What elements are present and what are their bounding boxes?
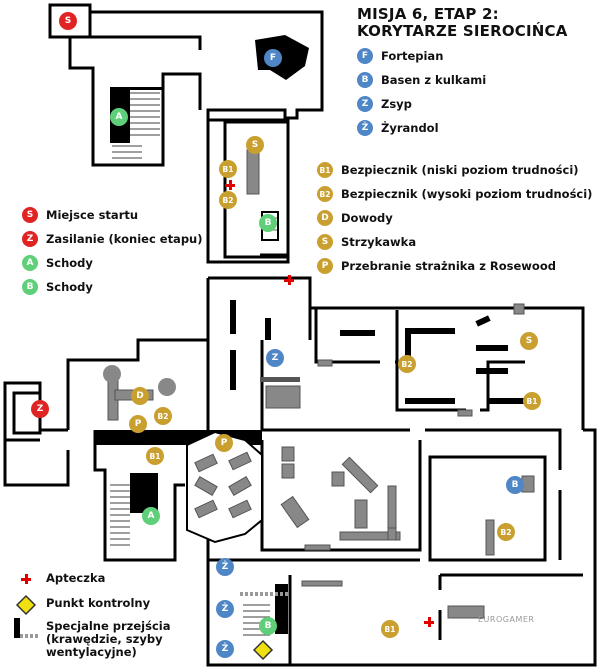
stairs-b-marker: B (259, 617, 277, 635)
legend-label: Przebranie strażnika z Rosewood (341, 259, 556, 273)
fuse-b1-marker: B1 (381, 620, 399, 638)
chandelier-marker: Ż (216, 600, 234, 618)
legend-label: (krawędzie, szyby (46, 632, 163, 646)
legend-marker: B1 (317, 162, 333, 178)
legend-schody-a: A Schody (22, 255, 93, 271)
fuse-b1-marker: B1 (146, 447, 164, 465)
legend-fortepian: F Fortepian (357, 48, 443, 64)
medkit-icon (424, 617, 434, 627)
fuse-b2-marker: B2 (219, 191, 237, 209)
legend-marker: B (357, 72, 373, 88)
legend-label: wentylacyjne) (46, 645, 137, 659)
legend-basen: B Basen z kulkami (357, 72, 486, 88)
fuse-b1-marker: B1 (219, 160, 237, 178)
legend-label: Bezpiecznik (wysoki poziom trudności) (341, 187, 593, 201)
legend-strzykawka: S Strzykawka (317, 234, 416, 250)
legend-marker: B2 (317, 186, 333, 202)
medkit-legend-icon (21, 574, 31, 584)
legend-start: S Miejsce startu (22, 207, 138, 223)
legend-marker: Ż (357, 120, 373, 136)
legend-marker: S (22, 207, 38, 223)
legend-label: Zasilanie (koniec etapu) (46, 232, 203, 246)
legend-label: Miejsce startu (46, 208, 139, 222)
title-line1: MISJA 6, ETAP 2: (357, 5, 499, 23)
legend-apteczka: Apteczka (46, 571, 105, 585)
medkit-icon (284, 275, 294, 285)
chute-marker: Z (266, 349, 284, 367)
checkpoint-map-icon (252, 639, 274, 661)
legend-marker: B (22, 279, 38, 295)
title-line2: KORYTARZE SIEROCIŃCA (357, 22, 568, 40)
map-title: MISJA 6, ETAP 2: KORYTARZE SIEROCIŃCA (357, 6, 568, 40)
legend-label: Schody (46, 280, 93, 294)
legend-special: Specjalne przejścia (krawędzie, szyby we… (46, 620, 170, 659)
legend-label: Żyrandol (381, 121, 439, 135)
legend-marker: D (317, 210, 333, 226)
legend-checkpoint: Punkt kontrolny (46, 596, 150, 610)
legend-marker: A (22, 255, 38, 271)
chandelier-marker: Ż (216, 640, 234, 658)
syringe-marker: S (246, 136, 264, 154)
stairs-a-marker: A (142, 507, 160, 525)
legend-label: Dowody (341, 211, 393, 225)
legend-marker: S (317, 234, 333, 250)
legend-label: Punkt kontrolny (46, 596, 151, 610)
evidence-marker: D (131, 387, 149, 405)
disguise-marker: P (215, 434, 233, 452)
legend-zyrandol: Ż Żyrandol (357, 120, 439, 136)
chandelier-marker: Ż (216, 558, 234, 576)
upper-corridor (90, 10, 324, 120)
legend-przebranie: P Przebranie strażnika z Rosewood (317, 258, 556, 274)
checkpoint-legend-icon (15, 594, 37, 616)
medkit-icon (225, 180, 235, 190)
watermark: EUROGAMER (478, 615, 535, 624)
legend-marker: Z (357, 96, 373, 112)
legend-label: Schody (46, 256, 93, 270)
legend-schody-b: B Schody (22, 279, 93, 295)
syringe-marker: S (520, 332, 538, 350)
disguise-marker: P (129, 415, 147, 433)
legend-zasilanie: Z Zasilanie (koniec etapu) (22, 231, 203, 247)
legend-marker: P (317, 258, 333, 274)
stairs-a-marker: A (110, 108, 128, 126)
fuse-b2-marker: B2 (497, 523, 515, 541)
legend-dowody: D Dowody (317, 210, 393, 226)
legend-label: Apteczka (46, 571, 106, 585)
legend-marker: F (357, 48, 373, 64)
legend-label: Bezpiecznik (niski poziom trudności) (341, 163, 579, 177)
legend-label: Strzykawka (341, 235, 417, 249)
piano-marker: F (264, 49, 282, 67)
fuse-b2-marker: B2 (154, 407, 172, 425)
power-marker: Z (31, 400, 49, 418)
legend-bezpiecznik-niski: B1 Bezpiecznik (niski poziom trudności) (317, 162, 579, 178)
legend-label: Fortepian (381, 49, 444, 63)
stairs-b-marker: B (259, 214, 277, 232)
legend-marker: Z (22, 231, 38, 247)
legend-zsyp: Z Zsyp (357, 96, 412, 112)
legend-label: Zsyp (381, 97, 412, 111)
ballpit-marker: B (506, 476, 524, 494)
fuse-b1-marker: B1 (523, 392, 541, 410)
legend-bezpiecznik-wysoki: B2 Bezpiecznik (wysoki poziom trudności) (317, 186, 592, 202)
legend-label: Basen z kulkami (381, 73, 487, 87)
legend-label: Specjalne przejścia (46, 619, 171, 633)
start-marker: S (59, 12, 77, 30)
fuse-b2-marker: B2 (398, 355, 416, 373)
